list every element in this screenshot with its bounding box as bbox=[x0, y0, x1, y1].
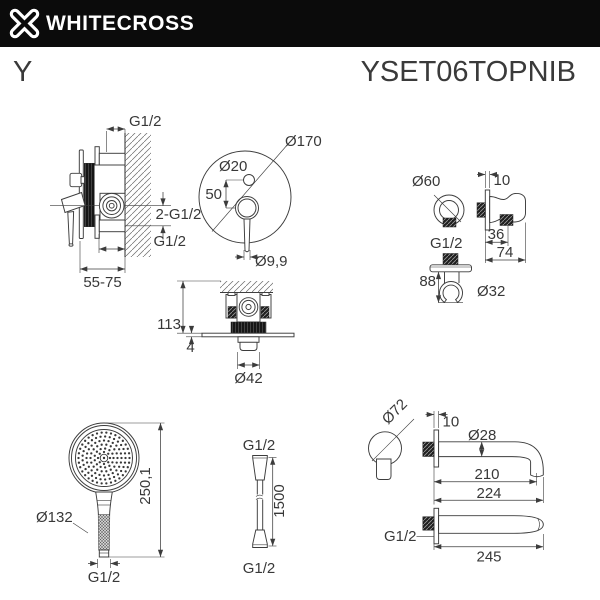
dim-label-spout-total-length: 245 bbox=[476, 549, 501, 566]
wall-hatch bbox=[125, 133, 151, 257]
product-row: Y YSET06TOPNIB bbox=[0, 52, 600, 92]
spout-tube-top bbox=[438, 515, 544, 534]
header-bar: WHITECROSS bbox=[0, 0, 600, 47]
dim-label-spout-tube-diameter: Ø28 bbox=[468, 427, 496, 444]
dim-label-shower-length: 250,1 bbox=[137, 467, 154, 505]
dim-label-spout-reach: 210 bbox=[474, 466, 499, 483]
dim-label-head-diameter: Ø132 bbox=[36, 509, 73, 526]
dim-label-hose-bottom-thread: G1/2 bbox=[243, 560, 276, 577]
dim-label-outlet-thread: G1/2 bbox=[430, 235, 463, 252]
ceiling-hatch bbox=[220, 281, 273, 293]
drawing-wall-outlet-holder: Ø60 G1/2 10 36 74 88 Ø32 bbox=[412, 171, 526, 304]
dim-label-flange-diameter: Ø60 bbox=[412, 173, 440, 190]
dim-label-proj-a: 36 bbox=[488, 226, 505, 243]
trim-plate-edge bbox=[201, 332, 295, 338]
whitecross-x-icon bbox=[9, 8, 40, 39]
drawing-mixer-front-view: Ø170 Ø20 50 Ø9,9 bbox=[198, 133, 322, 270]
dim-label-shower-thread: G1/2 bbox=[88, 569, 121, 586]
drawing-mixer-top-view: 113 4 Ø42 bbox=[157, 280, 295, 387]
holder-wall-plate bbox=[484, 189, 491, 231]
dim-label-depth: 113 bbox=[157, 316, 181, 333]
knob-top-view bbox=[239, 341, 258, 351]
diverter-button bbox=[243, 174, 255, 186]
drawing-mixer-side-view: G1/2 2-G1/2 G1/2 55-75 bbox=[50, 113, 201, 291]
valve-cartridge-block bbox=[84, 163, 95, 227]
dim-label-lever-diameter: Ø9,9 bbox=[255, 253, 288, 270]
dim-label-plate-thickness: 4 bbox=[186, 339, 194, 356]
technical-drawing: G1/2 2-G1/2 G1/2 55-75 Ø170 Ø20 50 Ø9,9 bbox=[36, 113, 544, 586]
dim-label-outlet-threads: 2-G1/2 bbox=[156, 206, 202, 223]
drawing-shower-hose: G1/2 1500 G1/2 bbox=[243, 437, 288, 577]
dim-label-install-depth: 55-75 bbox=[83, 274, 121, 291]
dim-label-spout-plate-thickness: 10 bbox=[443, 414, 460, 431]
dim-label-inlet-thread: G1/2 bbox=[129, 113, 162, 130]
dim-label-diverter-diameter: Ø20 bbox=[219, 158, 247, 175]
spout-tube-side bbox=[438, 441, 544, 478]
dim-label-spout-flange-diameter: Ø72 bbox=[379, 396, 411, 428]
dim-label-plate-diameter: Ø170 bbox=[285, 133, 322, 150]
dim-label-spout-thread: G1/2 bbox=[384, 528, 417, 545]
dim-label-knob-diameter: Ø42 bbox=[234, 370, 262, 387]
model-code: YSET06TOPNIB bbox=[360, 56, 576, 88]
dim-label-hose-top-thread: G1/2 bbox=[243, 437, 276, 454]
dim-label-holder-height: 88 bbox=[419, 273, 436, 290]
dim-label-spout-total-reach: 224 bbox=[476, 485, 501, 502]
dim-label-hose-length: 1500 bbox=[271, 484, 288, 517]
dim-label-bottom-thread: G1/2 bbox=[154, 233, 187, 250]
mixer-lever-front bbox=[243, 218, 251, 253]
dim-label-holder-diameter: Ø32 bbox=[477, 283, 505, 300]
dim-label-center-offset: 50 bbox=[205, 186, 222, 203]
drawing-bath-spout: Ø72 10 Ø28 210 224 G1/2 245 bbox=[368, 396, 544, 566]
drawing-hand-shower: Ø132 250,1 G1/2 bbox=[36, 422, 165, 586]
series-code: Y bbox=[13, 56, 33, 88]
dim-label-plate-thickness: 10 bbox=[494, 172, 511, 189]
handshower-hook bbox=[439, 281, 463, 304]
spray-nozzles bbox=[77, 431, 131, 485]
dim-label-proj-b: 74 bbox=[497, 244, 514, 261]
brand-name: WHITECROSS bbox=[46, 11, 195, 35]
